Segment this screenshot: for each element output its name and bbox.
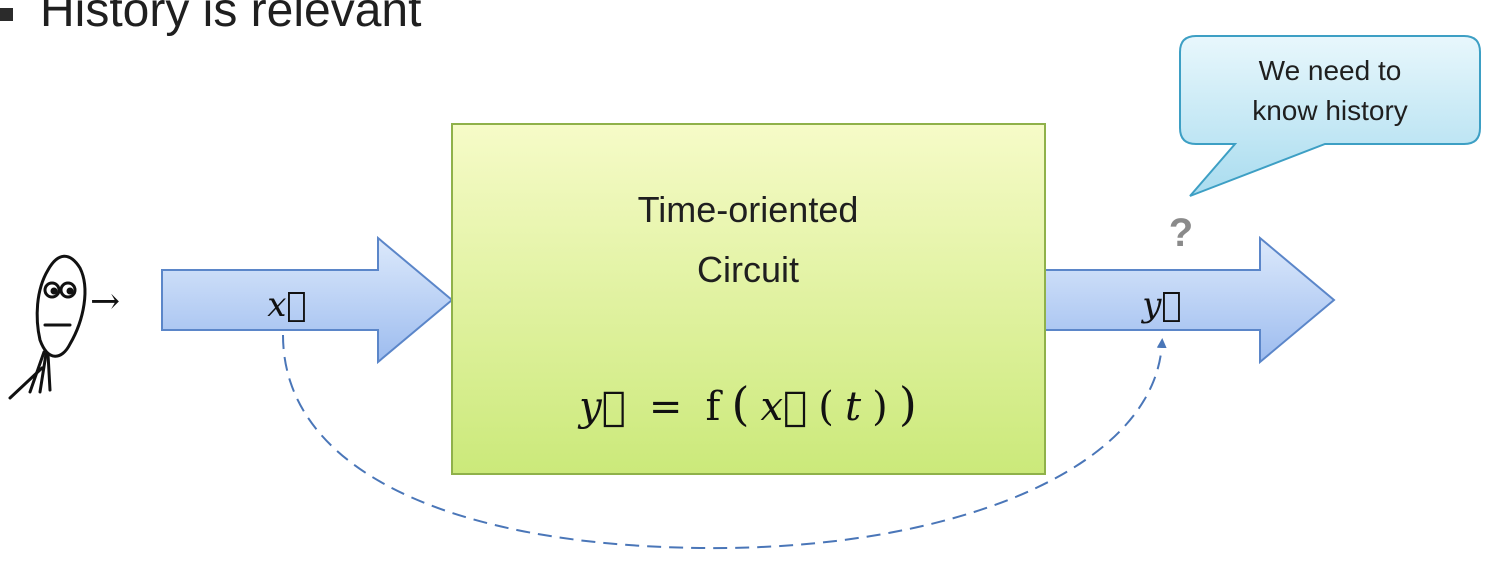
formula-close-paren: ) (899, 377, 917, 431)
body-mid (38, 352, 48, 394)
small-arrow-icon: → (90, 281, 120, 322)
slide-heading: History is relevant (40, 0, 421, 37)
circuit-box (451, 123, 1046, 475)
output-arrow-label: y⃗ (1140, 285, 1182, 325)
input-arrow (161, 235, 454, 365)
formula-lhs: y⃗ (577, 384, 626, 430)
callout-line-2: know history (1252, 95, 1408, 126)
bullet-icon (0, 8, 13, 21)
formula-arg: x⃗ (761, 384, 808, 430)
question-mark: ? (1169, 211, 1193, 255)
head-outline (35, 254, 87, 358)
formula-function: f (706, 384, 724, 430)
output-arrow (1044, 235, 1336, 365)
left-pupil (50, 287, 58, 295)
callout-shape (1179, 35, 1481, 197)
right-eye-icon (59, 281, 77, 299)
formula-open-paren: ( (731, 377, 749, 431)
circuit-formula: y⃗ = f ( x⃗ ( t ) ) (577, 377, 917, 431)
right-pupil (66, 287, 74, 295)
history-dashed-curve (282, 334, 1167, 550)
formula-param-open: ( (818, 384, 834, 430)
formula-param: t (845, 384, 862, 430)
stick-figure (8, 254, 87, 400)
heading-group: History is relevant (0, 0, 421, 37)
body-right (46, 352, 52, 392)
formula-param-close: ) (872, 384, 888, 430)
arm (8, 366, 44, 400)
callout-line-1: We need to (1259, 55, 1402, 86)
circuit-title-line-1: Time-oriented (638, 189, 859, 230)
callout-bubble: We need to know history (1179, 35, 1481, 197)
formula-equals: = (649, 384, 683, 430)
circuit-title-line-2: Circuit (697, 249, 799, 290)
left-eye-icon (43, 281, 61, 299)
input-arrow-label: x⃗ (267, 285, 307, 325)
